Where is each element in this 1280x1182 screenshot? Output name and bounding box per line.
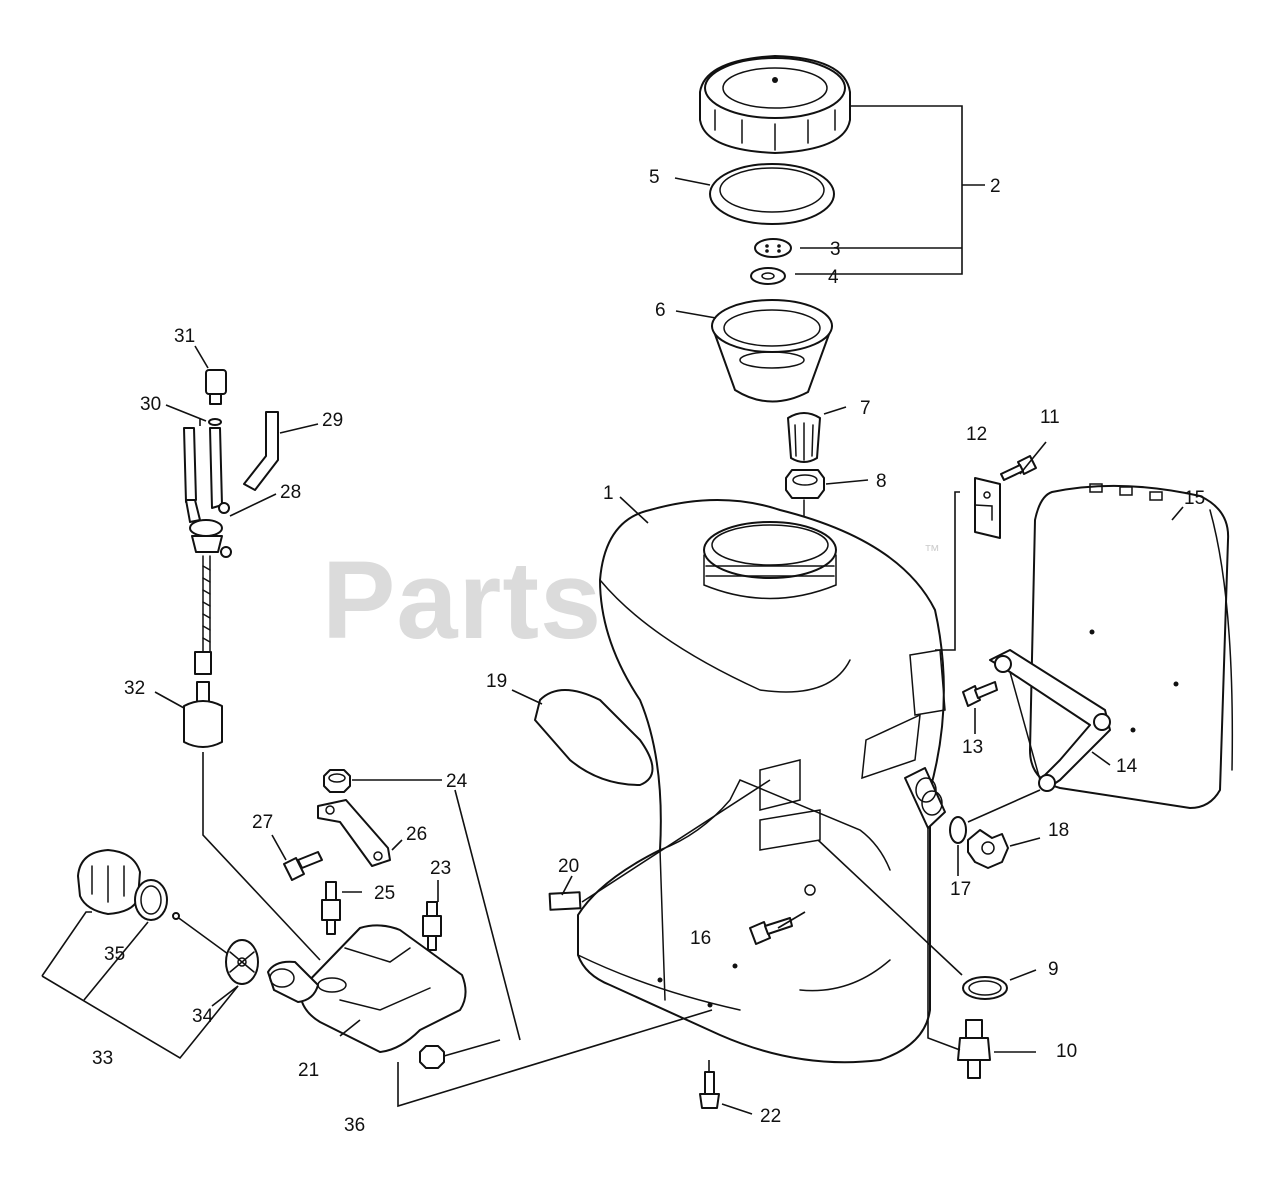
bolt-22-part[interactable] — [699, 1071, 720, 1109]
fitting-31-part[interactable] — [205, 369, 227, 405]
callout-28: 28 — [280, 482, 301, 503]
callout-31: 31 — [174, 326, 195, 347]
pickup-assembly-part[interactable] — [183, 427, 232, 675]
callout-18: 18 — [1048, 820, 1069, 841]
strainer-basket-part[interactable] — [711, 299, 833, 403]
callout-14: 14 — [1116, 756, 1138, 777]
main-tank-part[interactable] — [577, 499, 946, 1064]
callout-9: 9 — [1048, 959, 1059, 980]
callout-6: 6 — [655, 300, 666, 321]
callout-25: 25 — [374, 883, 395, 904]
callout-17: 17 — [950, 879, 971, 900]
callout-2: 2 — [990, 176, 1001, 197]
callout-27: 27 — [252, 812, 273, 833]
back-pad-part[interactable] — [1029, 483, 1234, 809]
nut-24-lower-part[interactable] — [419, 1045, 445, 1069]
callout-35: 35 — [104, 944, 125, 965]
cap-gasket-ring-part[interactable] — [709, 163, 835, 225]
nut-part[interactable] — [785, 469, 825, 499]
tank-pad-part[interactable] — [534, 689, 654, 786]
fitting-25-part[interactable] — [321, 881, 341, 935]
callout-22: 22 — [760, 1106, 781, 1127]
watermark-trademark: ™ — [924, 543, 940, 560]
valve-disc-part[interactable] — [754, 238, 792, 258]
tank-outlet-fitting — [904, 767, 946, 829]
callout-20: 20 — [558, 856, 579, 877]
callout-13: 13 — [962, 737, 983, 758]
plate-part[interactable] — [317, 799, 391, 867]
harness-frame-part[interactable] — [989, 649, 1111, 792]
callout-15: 15 — [1184, 488, 1205, 509]
fitting-23-part[interactable] — [422, 901, 442, 951]
callout-36: 36 — [344, 1115, 365, 1136]
callout-26: 26 — [406, 824, 427, 845]
callout-10: 10 — [1056, 1041, 1077, 1062]
callout-34: 34 — [192, 1006, 214, 1027]
pump-cap-part[interactable] — [77, 849, 141, 915]
callout-33: 33 — [92, 1048, 113, 1069]
callout-11: 11 — [1040, 407, 1060, 428]
callout-30: 30 — [140, 394, 161, 415]
bolt-27-part[interactable] — [283, 851, 323, 881]
callout-23: 23 — [430, 858, 451, 879]
tank-cap-part[interactable] — [699, 55, 851, 154]
valve-part[interactable] — [957, 1019, 991, 1079]
callout-32: 32 — [124, 678, 145, 699]
bracket-part[interactable] — [974, 477, 1001, 539]
callout-1: 1 — [603, 483, 614, 504]
gasket-35-part[interactable] — [134, 879, 168, 921]
bolt-16-part[interactable] — [749, 917, 793, 945]
callout-4: 4 — [828, 267, 839, 288]
callout-5: 5 — [649, 167, 660, 188]
return-tube-part[interactable] — [243, 411, 279, 491]
callout-8: 8 — [876, 471, 887, 492]
o-ring-17-part[interactable] — [949, 816, 967, 844]
diaphragm-part[interactable] — [172, 912, 259, 985]
pickup-weight-part[interactable] — [183, 681, 223, 748]
callout-21: 21 — [298, 1060, 319, 1081]
filter-part[interactable] — [787, 412, 821, 463]
pump-housing-part[interactable] — [267, 924, 467, 1053]
bolt-13-part[interactable] — [962, 681, 998, 707]
washer-part[interactable] — [750, 267, 786, 285]
callout-16: 16 — [690, 928, 711, 949]
label-part[interactable] — [548, 891, 582, 911]
leader-lines — [41, 105, 1184, 1115]
callout-19: 19 — [486, 671, 507, 692]
callout-labels: 1 2 3 4 5 6 7 8 9 10 11 12 13 14 15 16 1… — [92, 167, 1205, 1136]
o-ring-30-part[interactable] — [208, 418, 222, 426]
knob-part[interactable] — [967, 829, 1009, 869]
o-ring-9-part[interactable] — [962, 976, 1008, 1000]
nut-24-part[interactable] — [323, 769, 351, 793]
callout-7: 7 — [860, 398, 871, 419]
callout-29: 29 — [322, 410, 343, 431]
callout-12: 12 — [966, 424, 987, 445]
callout-3: 3 — [830, 239, 841, 260]
callout-24: 24 — [446, 771, 468, 792]
